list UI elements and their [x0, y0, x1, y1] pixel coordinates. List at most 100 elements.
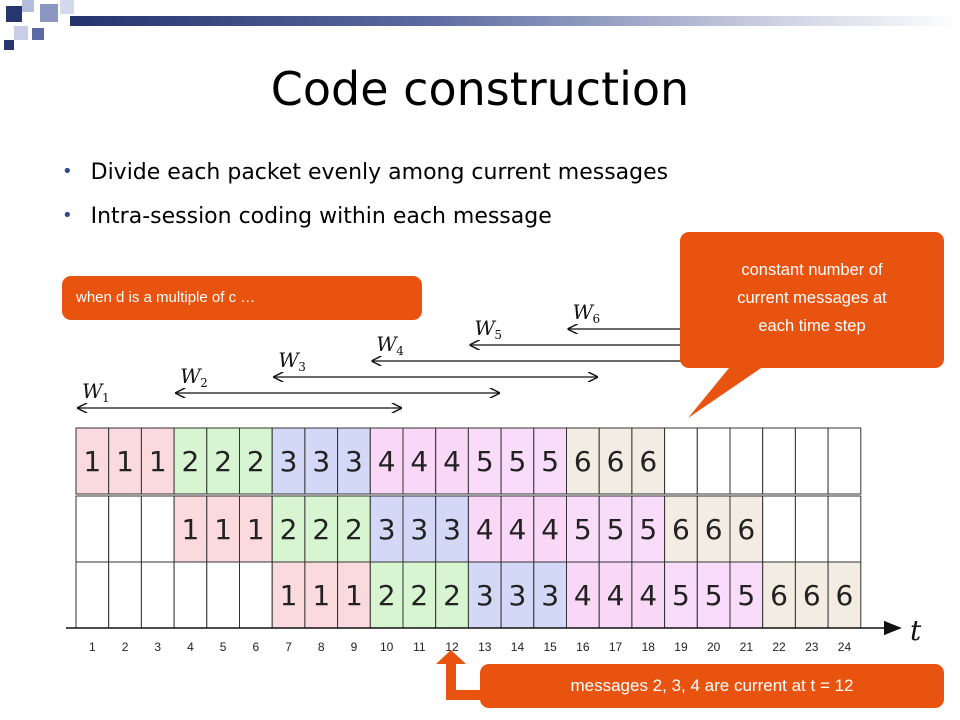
packet-cell	[467, 495, 502, 563]
axis-tick-label: 15	[543, 640, 557, 654]
packet-cell	[500, 495, 535, 563]
packet-cell	[794, 561, 829, 629]
packet-cell	[664, 495, 698, 563]
packet-symbol: 1	[83, 445, 101, 478]
header-bar	[70, 16, 960, 26]
bullet-dot-icon: •	[62, 161, 73, 182]
packet-cell	[206, 427, 241, 495]
packet-cell	[827, 495, 862, 563]
packet-symbol: 1	[214, 513, 232, 546]
axis-tick-label: 4	[187, 640, 194, 654]
packet-symbol: 3	[312, 445, 330, 478]
window-label: W	[278, 348, 300, 372]
axis-tick-label: 24	[838, 640, 852, 654]
packet-cell	[827, 427, 862, 495]
axis-tick-label: 18	[642, 640, 656, 654]
packet-cell	[435, 427, 469, 495]
slide-title: Code construction	[270, 62, 690, 116]
packet-cell	[173, 427, 208, 495]
axis-tick-label: 17	[609, 640, 623, 654]
axis-tick-label: 23	[805, 640, 819, 654]
packet-symbol: 4	[607, 579, 625, 612]
packet-symbol: 4	[410, 445, 428, 478]
packet-symbol: 4	[476, 513, 494, 546]
bullet-item: •Divide each packet evenly among current…	[62, 160, 668, 185]
packet-cell	[631, 427, 666, 495]
axis-tick-label: 5	[220, 640, 227, 654]
bullet-text: Intra-session coding within each message	[90, 204, 552, 229]
packet-cell	[435, 561, 469, 629]
window-label-subscript: 3	[298, 360, 306, 374]
packet-cell	[369, 495, 404, 563]
axis-tick-label: 22	[772, 640, 786, 654]
packet-cell	[435, 495, 469, 563]
packet-symbol: 6	[574, 445, 592, 478]
packet-cell	[271, 495, 306, 563]
packet-cell	[239, 495, 273, 563]
callout-multiple: when d is a multiple of c …	[62, 276, 422, 320]
axis-tick-label: 11	[413, 640, 426, 654]
packet-symbol: 6	[770, 579, 788, 612]
callout-constant: constant number of current messages at e…	[680, 232, 944, 368]
packet-cell	[794, 495, 829, 563]
window-label-subscript: 2	[200, 376, 208, 390]
packet-cell	[762, 427, 796, 495]
packet-cell	[173, 561, 208, 629]
window-label: W	[573, 300, 595, 324]
packet-symbol: 4	[574, 579, 592, 612]
packet-cell	[108, 427, 142, 495]
packet-symbol: 3	[280, 445, 298, 478]
window-label-subscript: 5	[494, 328, 502, 342]
packet-cell	[402, 561, 437, 629]
axis-tick-label: 6	[253, 640, 260, 654]
packet-symbol: 4	[378, 445, 396, 478]
axis-tick-label: 9	[351, 640, 358, 654]
packet-cell	[598, 495, 633, 563]
packet-symbol: 3	[443, 513, 461, 546]
packet-symbol: 2	[247, 445, 265, 478]
window-label-subscript: 6	[593, 312, 601, 326]
packet-cell	[762, 561, 796, 629]
packet-cell	[696, 495, 731, 563]
packet-symbol: 5	[672, 579, 690, 612]
callout-line: current messages at	[737, 289, 887, 307]
packet-cell	[173, 495, 208, 563]
callout-current: messages 2, 3, 4 are current at t = 12	[480, 664, 944, 708]
packet-cell	[239, 561, 273, 629]
packet-symbol: 2	[182, 445, 200, 478]
packet-cell	[467, 427, 502, 495]
packet-cell	[304, 427, 339, 495]
packet-cell	[598, 561, 633, 629]
packet-symbol: 3	[476, 579, 494, 612]
packet-symbol: 1	[312, 579, 330, 612]
packet-symbol: 2	[410, 579, 428, 612]
packet-cell	[75, 427, 110, 495]
axis-tick-label: 2	[122, 640, 129, 654]
packet-symbol: 6	[672, 513, 690, 546]
window-label-subscript: 1	[102, 391, 110, 405]
packet-cell	[206, 561, 241, 629]
packet-cell	[108, 561, 142, 629]
packet-cell	[140, 561, 175, 629]
packet-cell	[75, 561, 110, 629]
axis-tick-label: 13	[478, 640, 492, 654]
packet-symbol: 3	[410, 513, 428, 546]
packet-symbol: 6	[836, 579, 854, 612]
packet-symbol: 5	[639, 513, 657, 546]
packet-symbol: 2	[345, 513, 363, 546]
packet-cell	[140, 495, 175, 563]
packet-cell	[696, 427, 731, 495]
packet-symbol: 5	[509, 445, 527, 478]
corner-decoration	[0, 0, 80, 56]
packet-cell	[337, 427, 371, 495]
packet-symbol: 2	[312, 513, 330, 546]
packet-cell	[337, 495, 371, 563]
packet-symbol: 5	[737, 579, 755, 612]
packet-symbol: 1	[247, 513, 265, 546]
packet-cell	[566, 427, 600, 495]
packet-cell	[729, 561, 764, 629]
packet-symbol: 2	[378, 579, 396, 612]
axis-tick-label: 3	[154, 640, 161, 654]
window-label: W	[82, 379, 104, 403]
packet-symbol: 6	[803, 579, 821, 612]
